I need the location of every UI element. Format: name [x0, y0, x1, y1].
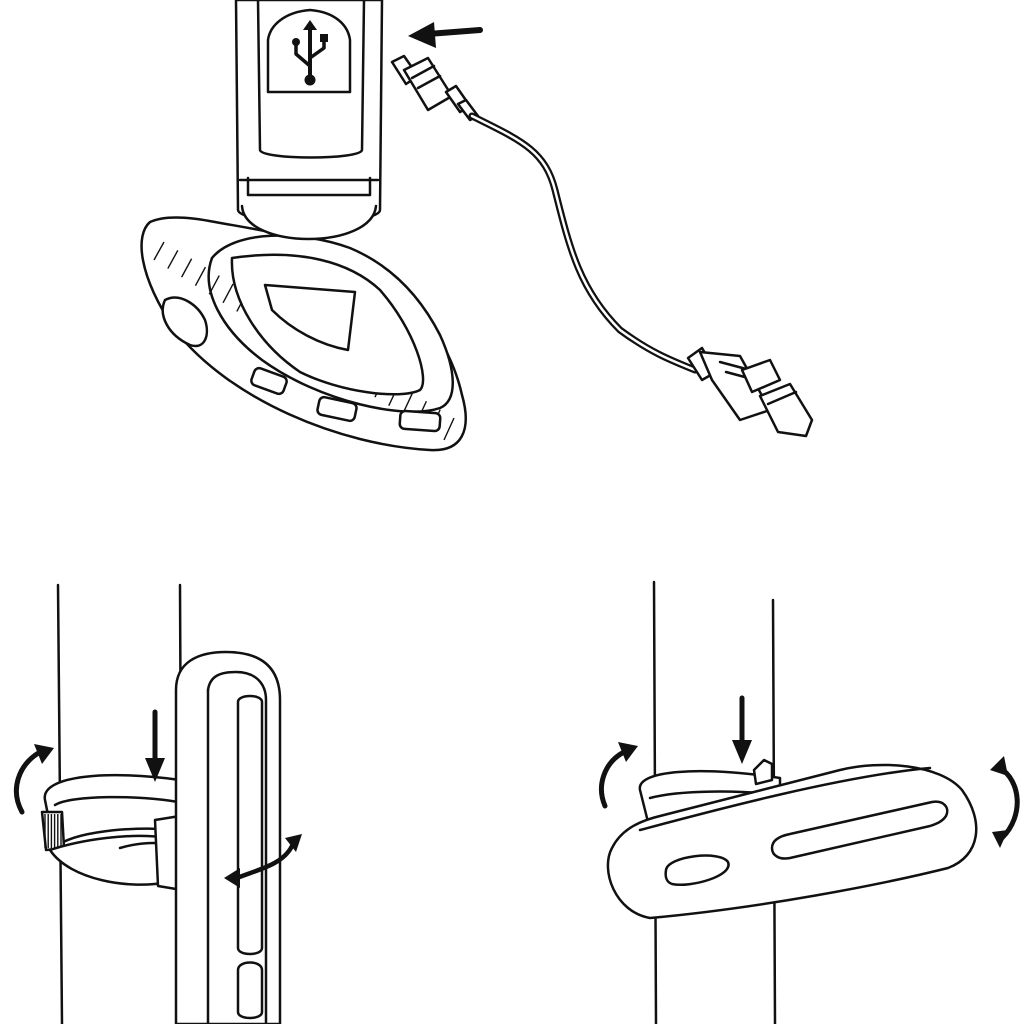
vertical-mount-panel — [13, 583, 302, 1024]
micro-usb-plug — [390, 54, 480, 122]
strap-slot — [316, 395, 358, 423]
usb-a-plug — [686, 346, 814, 438]
strap-slot — [398, 409, 442, 433]
strap-rib — [208, 275, 220, 295]
usb-port-cover — [266, 8, 352, 94]
rotate-arrow-icon — [13, 744, 54, 815]
strap-rib — [181, 258, 193, 278]
light-body-horizontal — [606, 763, 978, 920]
saddle-window — [263, 283, 357, 352]
down-arrow-icon — [732, 695, 752, 764]
strap-rib — [443, 417, 455, 441]
strap-rib — [194, 266, 207, 287]
charging-panel — [140, 0, 814, 452]
light-lens-slot — [770, 800, 949, 860]
swap-arrow-icon — [224, 834, 302, 888]
strap-clip — [752, 758, 774, 786]
light-lens-slot — [236, 694, 264, 956]
strap-rib — [222, 283, 234, 304]
rotate-arrow-icon — [599, 742, 638, 809]
strap-slot — [250, 366, 288, 396]
strap-hook — [161, 296, 209, 348]
strap-saddle — [230, 253, 425, 396]
post-strap — [40, 773, 184, 892]
usb-symbol-icon — [292, 20, 328, 86]
light-lens-slot — [664, 854, 730, 887]
usb-cable — [390, 54, 814, 438]
light-lens-slot — [236, 961, 264, 1020]
down-arrow-icon — [145, 709, 165, 782]
horizontal-mount-panel — [599, 580, 1020, 1024]
insert-arrow-icon — [408, 22, 483, 48]
light-body-vertical — [174, 650, 282, 1024]
rotate-arrow-icon — [990, 756, 1020, 848]
strap-rib — [167, 250, 179, 269]
strap-rib — [153, 241, 165, 261]
